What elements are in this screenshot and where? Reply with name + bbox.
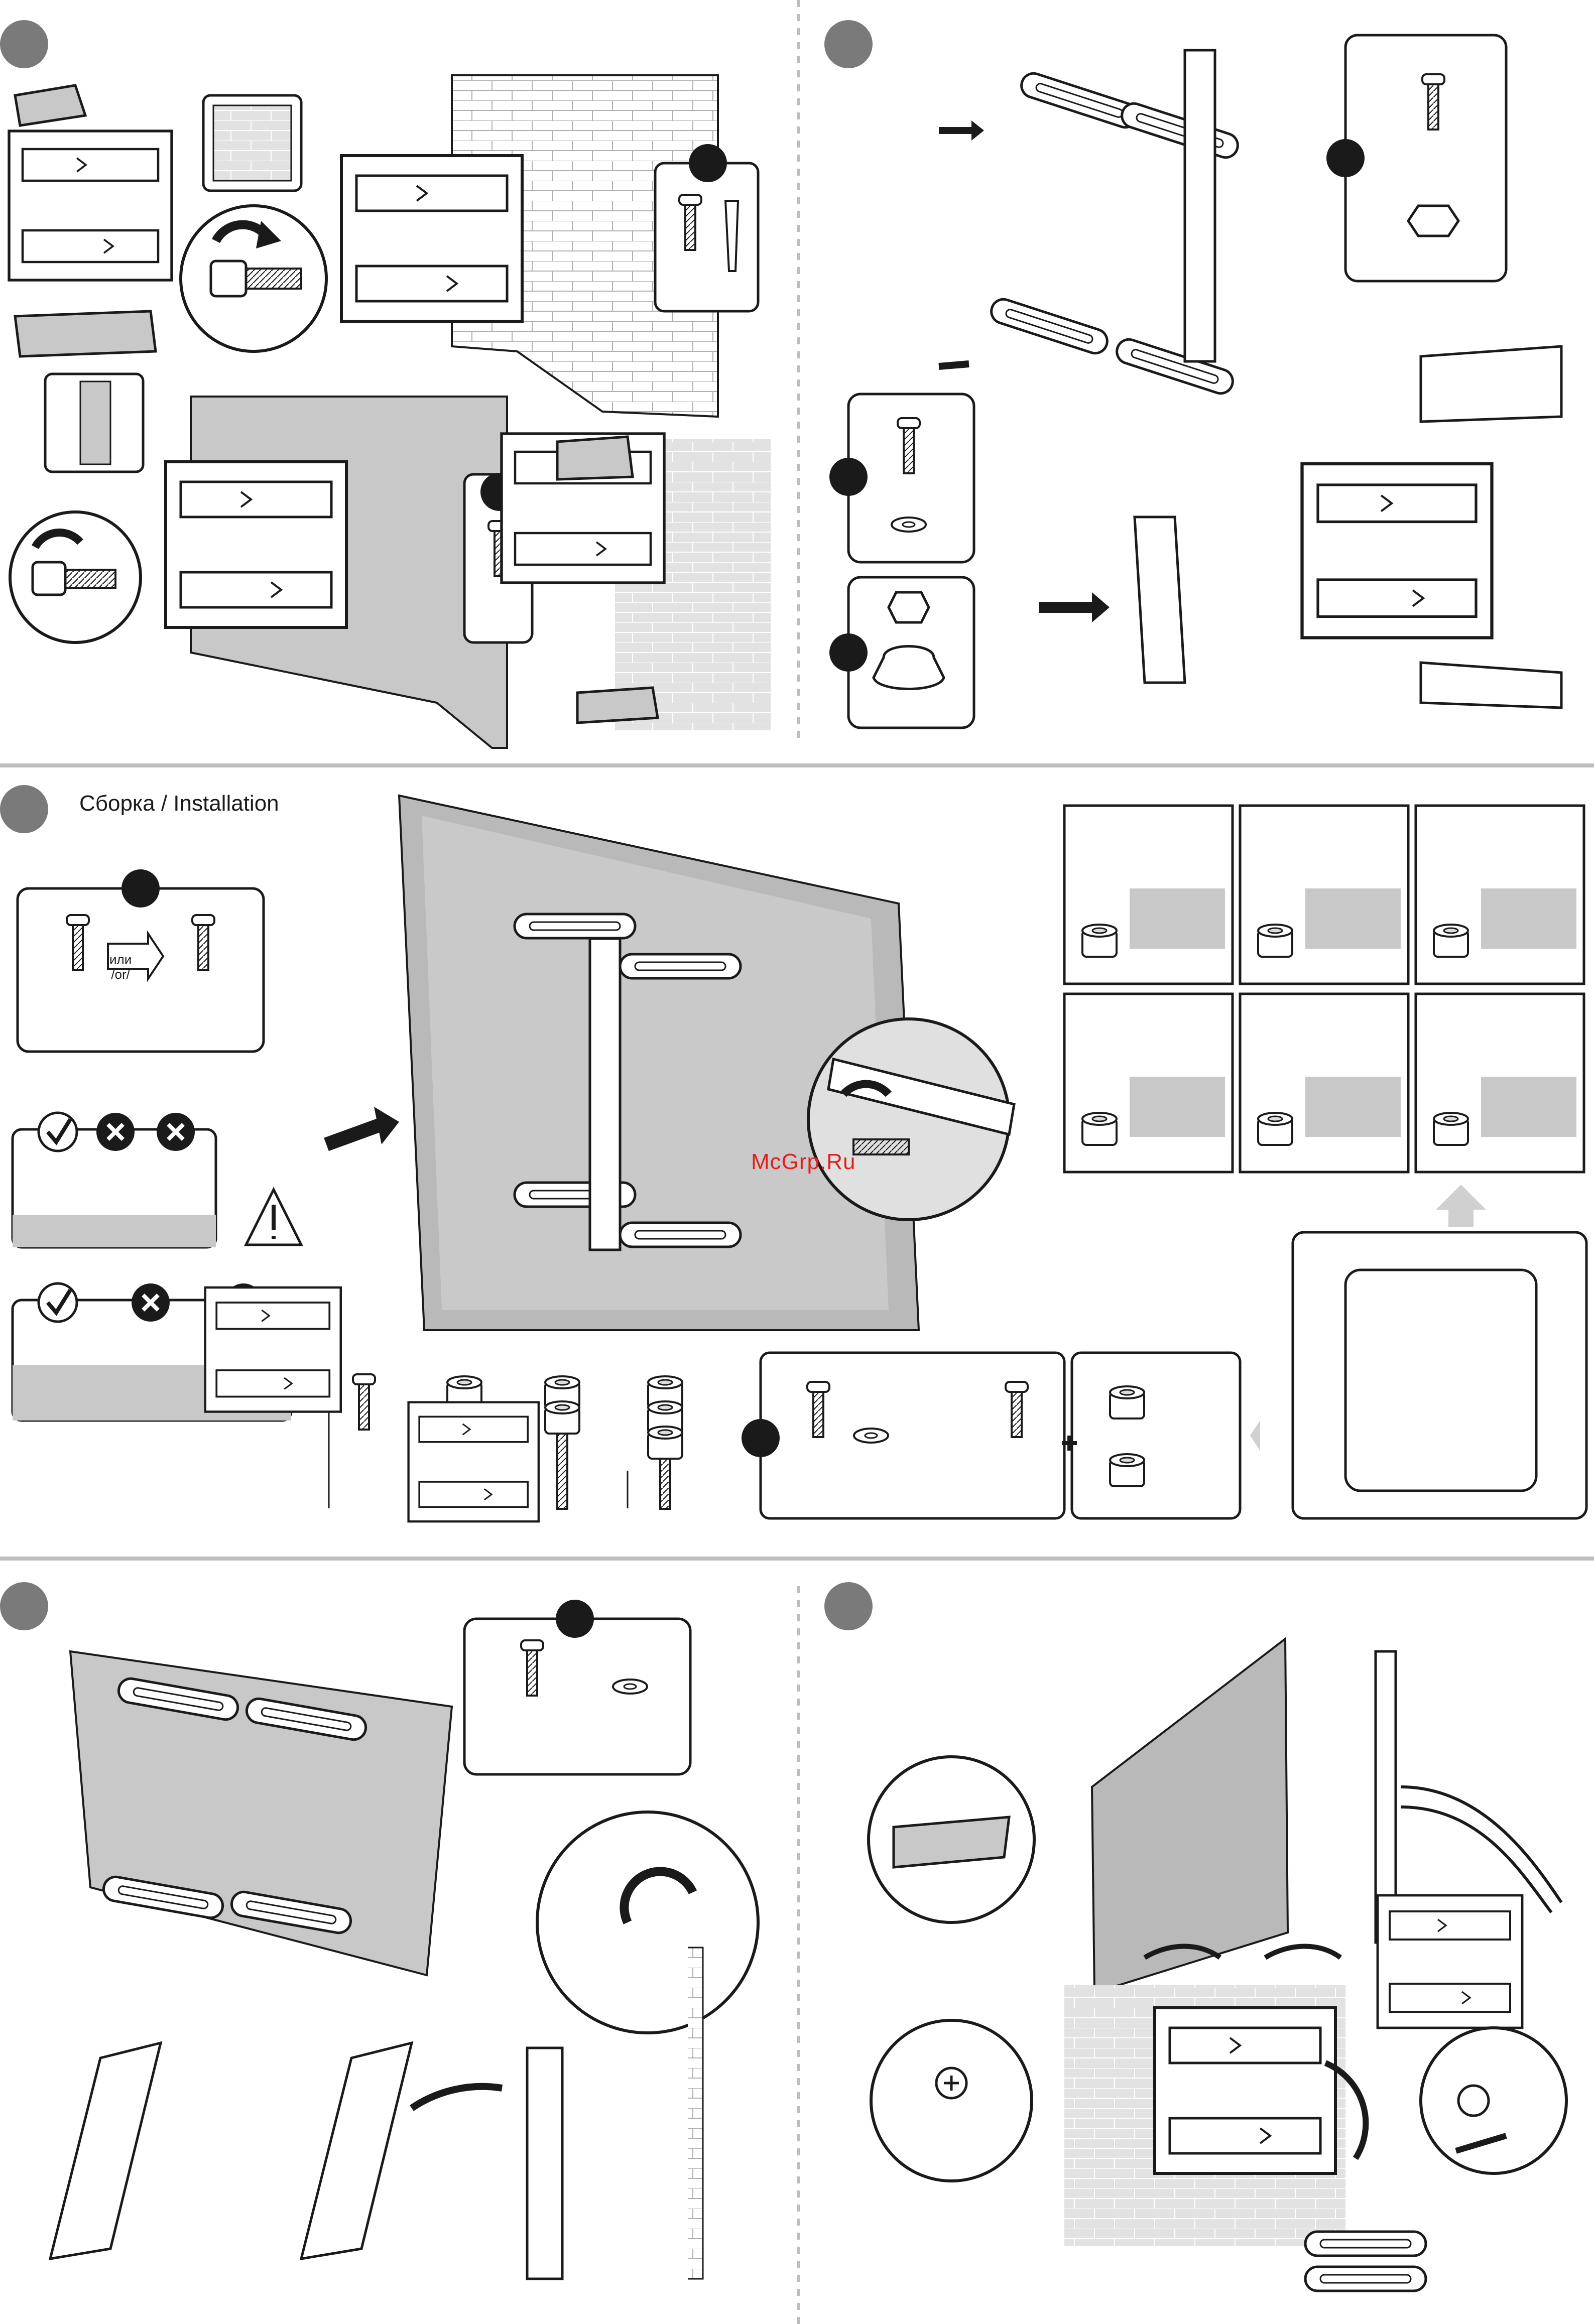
- step-5-badge: [824, 1582, 873, 1630]
- hardware-grid: [1064, 806, 1584, 1172]
- part-marker: [689, 144, 727, 182]
- screw-anchor-box: [655, 163, 758, 311]
- check-icon: [39, 1113, 77, 1151]
- nut-icon: [1408, 206, 1458, 236]
- section-title: Сборка / Installation: [79, 791, 279, 816]
- step-2-badge: [824, 20, 873, 68]
- bolt-swap-box: [18, 888, 264, 1052]
- step-4-badge: [0, 1582, 48, 1630]
- step-1-badge: [0, 20, 48, 68]
- tilt-knob-magnifier: [1421, 2028, 1566, 2173]
- swap-label-line2: /or/: [109, 967, 132, 982]
- hex-bolt-box: [464, 1619, 690, 1774]
- lock-bolt-magnifier: [537, 1812, 758, 2033]
- swap-label-line1: или: [109, 952, 132, 967]
- step-3-badge: [0, 785, 48, 833]
- bolt-nut-box: [1345, 35, 1506, 281]
- step-2-panel: [829, 35, 1561, 728]
- step-1-panel: [9, 75, 771, 748]
- screw-adjust-magnifier: [871, 2020, 1032, 2181]
- watermark: McGrp.Ru: [751, 1149, 855, 1175]
- pad-icon: [15, 85, 85, 125]
- swap-label: или /or/: [109, 952, 132, 982]
- step-5-panel: [869, 1639, 1566, 2291]
